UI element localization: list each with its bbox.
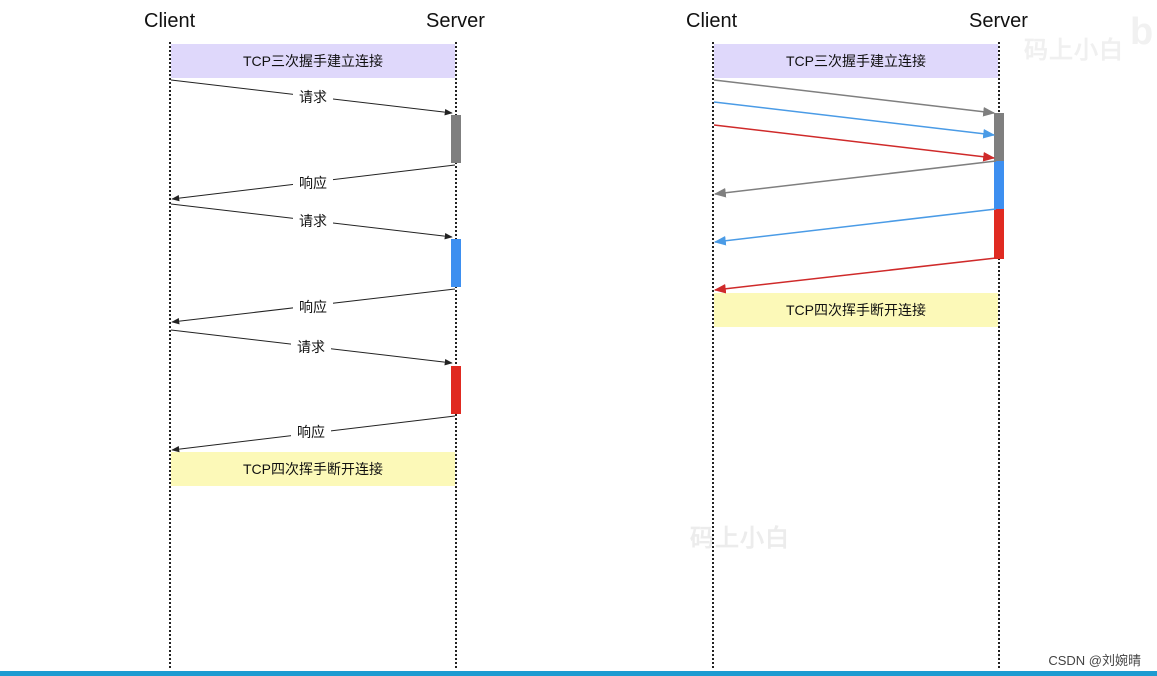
right-server-header: Server xyxy=(969,10,1028,32)
right-client-lifeline xyxy=(712,42,714,668)
watermark-top: 码上小白 xyxy=(1024,37,1124,64)
right-response-arrow-blue xyxy=(713,208,997,246)
left-server-lifeline xyxy=(455,42,457,668)
right-response-arrow-gray xyxy=(713,160,997,198)
left-client-lifeline xyxy=(169,42,171,668)
left-response-label-1: 响应 xyxy=(293,174,333,192)
left-processing-bar-1 xyxy=(451,115,461,163)
watermark-center: 码上小白 xyxy=(690,525,790,552)
left-processing-bar-3 xyxy=(451,366,461,414)
left-request-label-3: 请求 xyxy=(291,338,331,356)
left-handshake-band: TCP三次握手建立连接 xyxy=(171,44,455,78)
left-server-header: Server xyxy=(426,10,485,32)
right-processing-bar-1 xyxy=(994,113,1004,161)
left-request-label-2: 请求 xyxy=(293,212,333,230)
credit-text: CSDN @刘婉晴 xyxy=(1048,653,1141,668)
left-processing-bar-2 xyxy=(451,239,461,287)
left-response-label-3: 响应 xyxy=(291,423,331,441)
right-response-arrow-red xyxy=(713,257,997,294)
left-request-label-1: 请求 xyxy=(293,88,333,106)
right-teardown-band: TCP四次挥手断开连接 xyxy=(714,293,998,327)
left-teardown-band: TCP四次挥手断开连接 xyxy=(171,452,455,486)
right-processing-bar-3 xyxy=(994,209,1004,259)
right-handshake-band: TCP三次握手建立连接 xyxy=(714,44,998,78)
right-server-lifeline xyxy=(998,42,1000,668)
left-client-header: Client xyxy=(144,10,196,32)
left-response-label-2: 响应 xyxy=(293,298,333,316)
bottom-accent-bar xyxy=(0,671,1157,676)
right-processing-bar-2 xyxy=(994,161,1004,209)
right-request-arrow-blue xyxy=(713,101,996,139)
watermark-logo: b xyxy=(1130,11,1154,53)
right-client-header: Client xyxy=(686,10,738,32)
right-request-arrow-red xyxy=(713,124,996,162)
right-request-arrow-gray xyxy=(713,79,996,117)
